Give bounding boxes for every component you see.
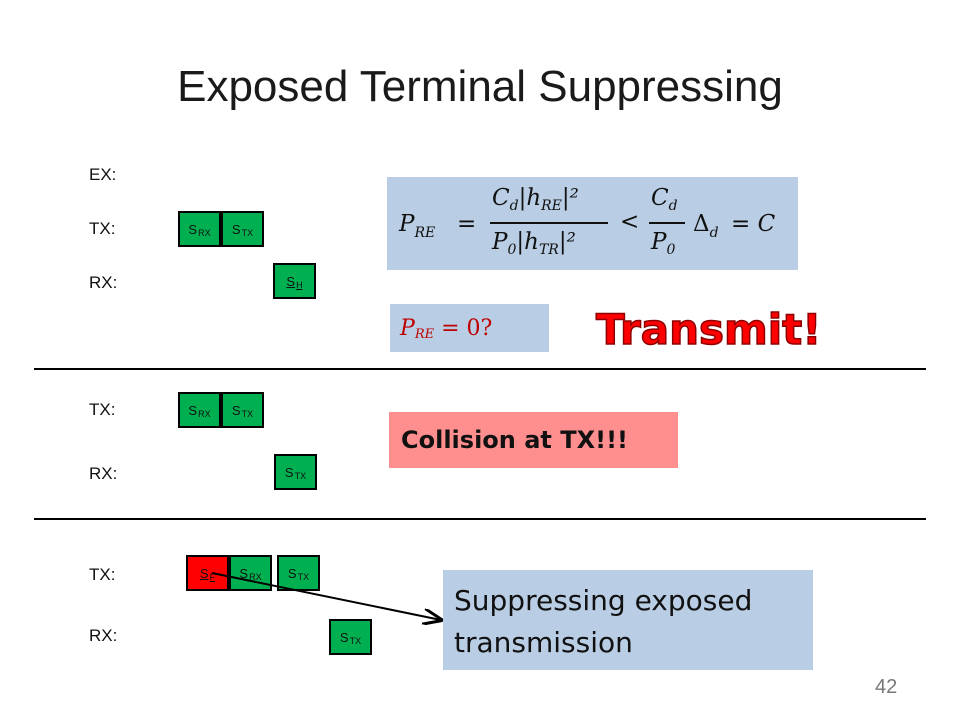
suppress-line-2: transmission [454, 626, 633, 659]
divider-1 [34, 368, 926, 370]
formula-delta: Δd [693, 211, 719, 241]
formula-lt: < [620, 209, 640, 235]
ex-label: EX: [89, 165, 117, 184]
formula-p: PRE [399, 211, 436, 241]
slot-sub: TX [349, 636, 362, 646]
fraction-line-2 [649, 222, 685, 224]
tx-label-1: TX: [89, 219, 116, 238]
slot-letter: S [239, 565, 249, 581]
rx-label-3: RX: [89, 626, 118, 645]
collision-box: Collision at TX!!! [389, 412, 678, 468]
p-re-sub: RE [414, 326, 435, 342]
rx-label-1: RX: [89, 273, 118, 292]
slot-sub: TX [241, 228, 254, 238]
suppress-box: Suppressing exposed transmission [443, 570, 813, 670]
slot-sub: RX [249, 572, 262, 582]
slot-letter: S [339, 629, 349, 645]
slot-sub: RX [198, 228, 211, 238]
formula-eq-c: = C [731, 211, 776, 237]
slot-letter: S [287, 565, 297, 581]
transmit-label: Transmit! [595, 304, 822, 355]
slot-letter: S [231, 221, 241, 237]
tx-label-2: TX: [89, 400, 116, 419]
fraction-line-1 [490, 222, 608, 224]
slot-letter: S [199, 565, 209, 581]
slot-letter: S [284, 464, 294, 480]
slot-letter: S [188, 221, 198, 237]
rx-label-2: RX: [89, 464, 118, 483]
formula-eq: = [457, 211, 477, 237]
slot-sub: F [209, 572, 216, 582]
formula-c-over: Cd [651, 185, 678, 214]
p-re-letter: P [400, 315, 415, 341]
slot-letter: S [188, 402, 198, 418]
formula-box: PRE = Cd|hRE|² P0|hTR|² < Cd P0 Δd = C [387, 177, 798, 270]
slot-sub: TX [294, 471, 307, 481]
slot-sub: TX [297, 572, 310, 582]
formula-denominator: P0|hTR|² [492, 229, 576, 258]
page-number: 42 [875, 676, 898, 698]
p-re-rest: = 0? [434, 315, 493, 341]
suppress-line-1: Suppressing exposed [454, 584, 753, 617]
slot-sub: H [296, 280, 303, 290]
divider-2 [34, 518, 926, 520]
formula-p0: P0 [651, 229, 676, 258]
slot-letter: S [286, 273, 296, 289]
slot-letter: S [231, 402, 241, 418]
arrow-line [211, 572, 441, 620]
slot-sub: TX [241, 409, 254, 419]
tx-label-3: TX: [89, 565, 116, 584]
formula-numerator: Cd|hRE|² [492, 185, 579, 214]
slide-title: Exposed Terminal Suppressing [177, 62, 783, 111]
slot-sub: RX [198, 409, 211, 419]
